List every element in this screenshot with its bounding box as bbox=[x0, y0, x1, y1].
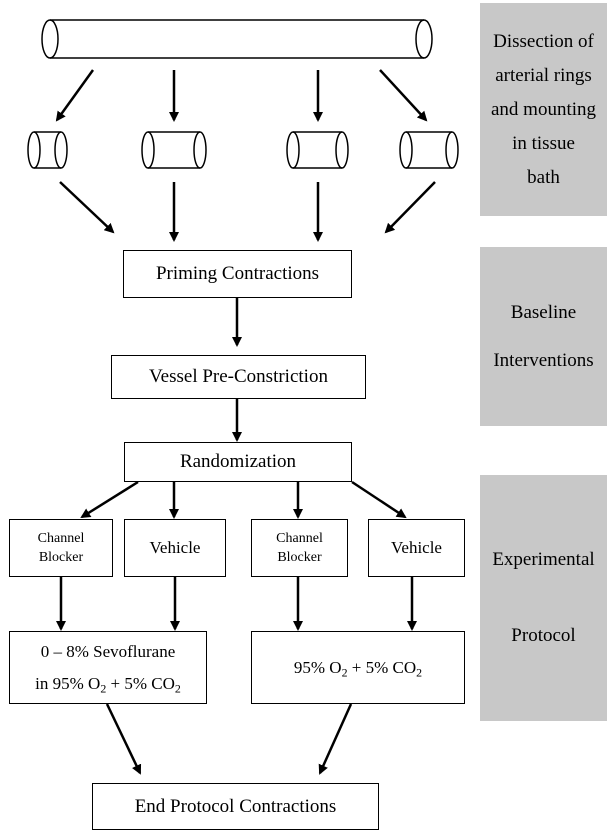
stage-panel-dissection: Dissection of arterial rings and mountin… bbox=[480, 3, 607, 216]
arrow bbox=[105, 703, 142, 775]
arrow bbox=[384, 181, 436, 234]
channel-blocker-box-left: Channel Blocker bbox=[9, 519, 113, 577]
randomization-box: Randomization bbox=[124, 442, 352, 482]
arrow bbox=[318, 703, 353, 775]
arrow bbox=[351, 480, 407, 519]
stage-line: bath bbox=[527, 166, 560, 188]
stage-line: arterial rings bbox=[495, 64, 592, 86]
stage-line: Interventions bbox=[493, 349, 594, 371]
vehicle-box-right: Vehicle bbox=[368, 519, 465, 577]
vessel-preconstriction-label: Vessel Pre-Constriction bbox=[149, 366, 328, 387]
stage-line: Experimental bbox=[492, 549, 595, 570]
end-protocol-label: End Protocol Contractions bbox=[134, 795, 337, 817]
stage-line: Baseline bbox=[510, 301, 577, 323]
stage-panel-experimental: Experimental Protocol bbox=[480, 475, 607, 721]
stage-line: Protocol bbox=[511, 625, 576, 646]
vehicle-label-right: Vehicle bbox=[391, 538, 442, 557]
sevoflurane-line2: in 95% O2 + 5% CO2 bbox=[35, 673, 181, 696]
vehicle-label-left: Vehicle bbox=[149, 538, 201, 557]
randomization-label: Randomization bbox=[179, 451, 297, 472]
arrow bbox=[379, 69, 428, 122]
sevoflurane-line1: 0 – 8% Sevoflurane bbox=[40, 641, 176, 661]
stage-line: in tissue bbox=[512, 132, 575, 154]
priming-contractions-label: Priming Contractions bbox=[155, 263, 320, 284]
priming-contractions-box: Priming Contractions bbox=[123, 250, 352, 298]
vehicle-box-left: Vehicle bbox=[124, 519, 226, 577]
arrow bbox=[59, 181, 115, 234]
vessel-preconstriction-box: Vessel Pre-Constriction bbox=[111, 355, 366, 399]
arterial-ring-icon bbox=[399, 131, 459, 169]
stage-panel-baseline: Baseline Interventions bbox=[480, 247, 607, 426]
arrow bbox=[80, 480, 139, 519]
arterial-ring-icon bbox=[286, 131, 349, 169]
channel-blocker-line2: Blocker bbox=[277, 550, 322, 565]
sevoflurane-box: 0 – 8% Sevoflurane in 95% O2 + 5% CO2 bbox=[9, 631, 207, 704]
arterial-ring-icon bbox=[141, 131, 207, 169]
channel-blocker-line1: Channel bbox=[37, 531, 85, 546]
end-protocol-box: End Protocol Contractions bbox=[92, 783, 379, 830]
stage-line: Dissection of bbox=[493, 30, 594, 52]
arterial-ring-icon bbox=[27, 131, 68, 169]
channel-blocker-line1: Channel bbox=[276, 531, 323, 546]
stage-line: and mounting bbox=[490, 98, 597, 120]
artery-vessel-icon bbox=[41, 19, 433, 59]
gas-mixture-label: 95% O2 + 5% CO2 bbox=[293, 657, 423, 680]
channel-blocker-box-right: Channel Blocker bbox=[251, 519, 348, 577]
gas-mixture-box: 95% O2 + 5% CO2 bbox=[251, 631, 465, 704]
arrow bbox=[55, 69, 95, 122]
channel-blocker-line2: Blocker bbox=[38, 550, 84, 565]
